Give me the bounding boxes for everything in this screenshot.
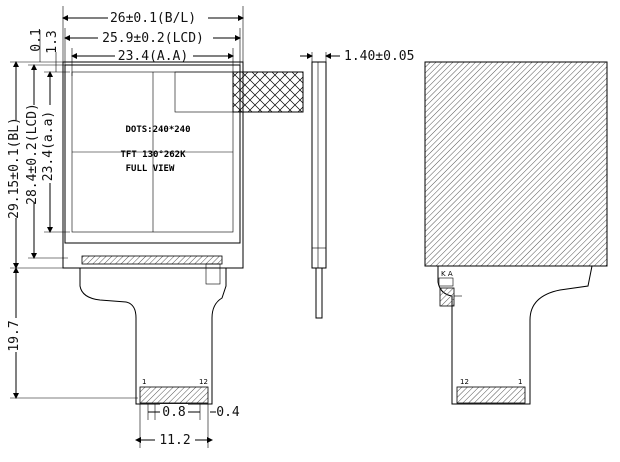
front-pin-first: 1 <box>142 378 146 386</box>
backlight-back <box>424 61 608 267</box>
back-view: 12 1 K A <box>424 61 608 405</box>
bottom-connector <box>81 255 223 265</box>
top-gap-1-dimension: 0.1 <box>29 28 44 51</box>
front-view: 26±0.1(B/L) 25.9±0.2(LCD) 23.4(A.A) 29.1… <box>5 6 304 448</box>
tft-label: TFT 130°262K <box>120 150 186 160</box>
ka-pads <box>439 287 455 307</box>
bl-width-dimension: 26±0.1(B/L) <box>110 11 196 26</box>
front-pin-last: 12 <box>199 378 208 386</box>
fpc-width-dimension: 11.2 <box>159 433 190 448</box>
side-profile <box>311 61 327 269</box>
fpc-tab-hatch <box>232 71 304 113</box>
lcd-width-dimension: 25.9±0.2(LCD) <box>102 31 204 46</box>
pitch-dimension: 0.8 <box>162 405 185 420</box>
dots-label: DOTS:240*240 <box>125 125 190 135</box>
bl-height-dimension: 29.15±0.1(BL) <box>7 117 22 219</box>
back-fpc-pins <box>456 386 526 404</box>
thickness-dimension: 1.40±0.05 <box>344 49 414 64</box>
lcd-height-dimension: 28.4±0.2(LCD) <box>25 103 40 205</box>
back-pin-last: 1 <box>518 378 522 386</box>
front-fpc-pins <box>139 386 209 404</box>
top-gap-2-dimension: 1.3 <box>45 30 60 53</box>
backlight-outline <box>62 61 244 269</box>
pin-width-dimension: 0.4 <box>216 405 240 420</box>
lcd-outline <box>64 64 241 244</box>
side-view: 1.40±0.05 <box>300 49 414 319</box>
back-pin-first: 12 <box>460 378 469 386</box>
aa-width-dimension: 23.4(A.A) <box>118 49 188 64</box>
aa-height-dimension: 23.4(a.a) <box>41 111 56 181</box>
ka-label: K A <box>441 270 453 278</box>
view-label: FULL VIEW <box>126 164 175 174</box>
fpc-length-dimension: 19.7 <box>7 320 22 351</box>
